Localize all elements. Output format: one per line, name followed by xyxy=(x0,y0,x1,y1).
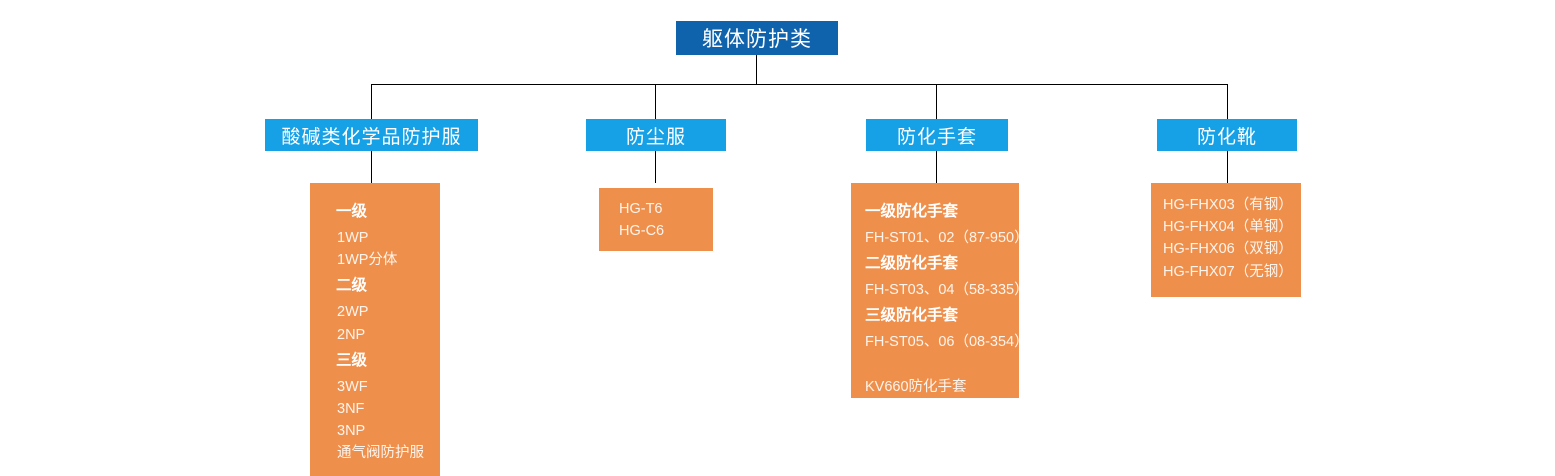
detail-group-heading: 二级 xyxy=(336,277,368,295)
root-node-label: 躯体防护类 xyxy=(702,28,812,51)
connector-drop-chemical-boots xyxy=(1227,84,1228,119)
connector-root-stem xyxy=(756,55,757,84)
detail-row-item: 通气阀防护服 xyxy=(337,445,424,462)
detail-row-item: HG-FHX04（单钢） xyxy=(1163,219,1293,236)
detail-panel-acid-alkali-chemical-suit[interactable]: 一级 1WP 1WP分体二级 2WP 2NP 三级 3WF 3NF 3NP 通气阀防护服 xyxy=(310,183,440,476)
detail-row-item: 1WP分体 xyxy=(337,252,398,269)
category-label-acid-alkali-chemical-suit: 酸碱类化学品防护服 xyxy=(281,126,462,148)
connector-stem-chemical-gloves xyxy=(936,150,937,183)
detail-row-item: 2NP xyxy=(337,326,366,343)
detail-row-item: HG-C6 xyxy=(619,223,665,240)
connector-stem-chemical-boots xyxy=(1227,150,1228,183)
detail-row-item: HG-T6 xyxy=(619,201,663,217)
detail-row-item: HG-FHX03（有钢） xyxy=(1163,197,1293,213)
detail-group-heading: 三级 xyxy=(336,351,368,369)
detail-row-item: 1WP xyxy=(337,230,369,246)
detail-row-item: 3NP xyxy=(337,423,366,440)
detail-row-item: FH-ST05、06（08-354） xyxy=(865,334,1019,351)
category-node-acid-alkali-chemical-suit[interactable]: 酸碱类化学品防护服 xyxy=(265,119,478,151)
detail-row-item: 3WF xyxy=(337,378,368,395)
detail-panel-chemical-gloves[interactable]: 一级防化手套 FH-ST01、02（87-950） 二级防化手套 FH-ST03、04… xyxy=(851,183,1019,398)
category-label-dust-suit: 防尘服 xyxy=(625,126,686,148)
detail-row-item: HG-FHX07（无钢） xyxy=(1163,263,1293,280)
category-node-dust-suit[interactable]: 防尘服 xyxy=(586,119,726,151)
detail-group-heading: 二级防化手套 xyxy=(865,255,959,273)
detail-row-item: KV660防化手套 xyxy=(865,378,967,395)
root-node-body-protection[interactable]: 躯体防护类 xyxy=(676,21,838,55)
detail-row-item: FH-ST03、04（58-335） xyxy=(865,282,1019,299)
connector-drop-dust-suit xyxy=(655,84,656,119)
detail-group-heading: 三级防化手套 xyxy=(865,307,959,325)
connector-stem-dust-suit xyxy=(655,150,656,183)
category-label-chemical-boots: 防化靴 xyxy=(1196,126,1257,148)
detail-group-heading: 一级 xyxy=(336,203,368,220)
detail-row-spacer xyxy=(851,354,1019,376)
detail-panel-rows-chemical-gloves: 一级防化手套 FH-ST01、02（87-950） 二级防化手套 FH-ST03、04… xyxy=(851,183,1019,398)
detail-panel-rows-chemical-boots: HG-FHX03（有钢） HG-FHX04（单钢） HG-FHX06（双钢） HG-F… xyxy=(1151,183,1301,293)
detail-panel-rows-acid-alkali-chemical-suit: 一级 1WP 1WP分体二级 2WP 2NP 三级 3WF 3NF 3NP 通气阀防护服 xyxy=(310,183,440,475)
category-node-chemical-boots[interactable]: 防化靴 xyxy=(1157,119,1297,151)
connector-stem-acid-alkali-chemical-suit xyxy=(371,150,372,183)
category-label-chemical-gloves: 防化手套 xyxy=(896,126,977,148)
detail-group-heading: 一级防化手套 xyxy=(865,203,959,220)
detail-row-item: 3NF xyxy=(337,401,365,418)
connector-horizontal-bus xyxy=(371,84,1228,85)
connector-drop-acid-alkali-chemical-suit xyxy=(371,84,372,119)
detail-row-item: HG-FHX06（双钢） xyxy=(1163,241,1293,258)
detail-row-item: FH-ST01、02（87-950） xyxy=(865,230,1019,246)
connector-drop-chemical-gloves xyxy=(936,84,937,119)
detail-panel-chemical-boots[interactable]: HG-FHX03（有钢） HG-FHX04（单钢） HG-FHX06（双钢） HG-F… xyxy=(1151,183,1301,297)
detail-row-item: 2WP xyxy=(337,304,369,321)
category-node-chemical-gloves[interactable]: 防化手套 xyxy=(866,119,1008,151)
